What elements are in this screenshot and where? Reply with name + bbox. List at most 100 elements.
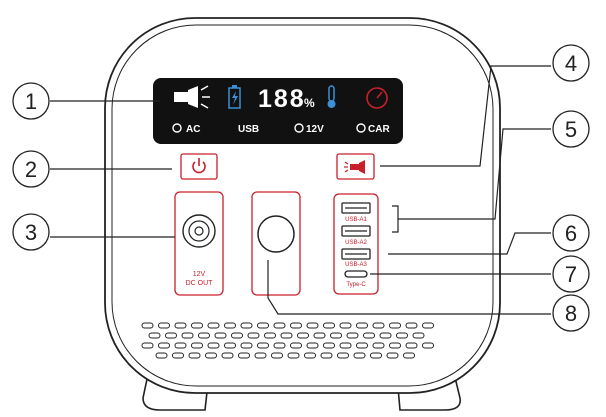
vent-slot [188, 352, 201, 359]
12v-indicator-icon [294, 123, 304, 133]
vent-slot [412, 332, 425, 339]
vent-slot [353, 352, 366, 359]
callout-6: 6 [552, 214, 590, 252]
leader-lines [50, 65, 551, 315]
lcd-label-12v: 12V [306, 124, 324, 135]
vent-slot [191, 342, 203, 349]
vent-slot [370, 352, 382, 359]
vent-slot [356, 342, 368, 349]
vent-slot [247, 332, 260, 339]
vent-slot [405, 322, 418, 329]
vent-slot [405, 342, 418, 349]
vent-slot [181, 332, 194, 339]
vent-slot [271, 352, 283, 359]
vent-slot [191, 322, 203, 329]
vent-slot [205, 352, 217, 359]
vent-slot [386, 352, 399, 359]
vent-slot [224, 322, 236, 329]
vent-slot [290, 322, 302, 329]
vent-slot [165, 332, 177, 339]
battery-icon [228, 85, 241, 109]
vent-slot [320, 352, 333, 359]
type-c-port[interactable] [344, 270, 368, 278]
callout-4: 4 [552, 44, 590, 82]
vent-slot [231, 332, 243, 339]
callout-8-number: 8 [565, 301, 577, 326]
vent-slot [339, 342, 352, 349]
dc-out-label-voltage: 12V [193, 271, 206, 278]
vent-slot [198, 332, 210, 339]
callout-2-number: 2 [25, 157, 37, 182]
power-button[interactable] [180, 153, 218, 180]
vent-slot [141, 322, 154, 329]
vent-slot [356, 322, 368, 329]
flashlight-icon [174, 85, 210, 109]
vent-slot [363, 332, 375, 339]
vent-grille [141, 322, 434, 359]
vent-slot [172, 352, 184, 359]
lcd-display [153, 78, 403, 144]
vent-slot [287, 352, 300, 359]
vent-slot [238, 352, 250, 359]
vent-slot [264, 332, 276, 339]
vent-slot [422, 342, 434, 349]
callout-5: 5 [552, 110, 590, 148]
vent-slot [339, 322, 352, 329]
car-indicator-icon [356, 123, 366, 133]
callout-7-number: 7 [565, 262, 577, 287]
vent-slot [240, 342, 253, 349]
vent-slot [403, 352, 415, 359]
vent-slot [257, 342, 269, 349]
vent-slot [389, 342, 401, 349]
vent-slot [257, 322, 269, 329]
thermometer-icon [327, 85, 336, 108]
vent-slot [323, 342, 335, 349]
vent-slot [254, 352, 267, 359]
vent-slot [221, 352, 234, 359]
light-button[interactable] [336, 153, 375, 180]
vent-slot [372, 342, 385, 349]
usb-a2-label: USB-A2 [345, 240, 367, 246]
vent-slot [304, 352, 316, 359]
light-button-icon [344, 160, 365, 174]
callout-4-number: 4 [565, 51, 577, 76]
lcd-label-ac: AC [186, 124, 200, 135]
vent-slot [396, 332, 408, 339]
vent-slot [214, 332, 227, 339]
vent-slot [323, 322, 335, 329]
vent-slot [372, 322, 385, 329]
vent-slot [290, 342, 302, 349]
lcd-label-usb: USB [238, 124, 259, 135]
vent-slot [155, 352, 168, 359]
callout-3: 3 [12, 213, 50, 251]
wireless-charger-pad[interactable] [257, 215, 295, 253]
vent-slot [207, 322, 220, 329]
callout-1: 1 [12, 82, 50, 120]
callout-5-number: 5 [565, 117, 577, 142]
vent-slot [148, 332, 161, 339]
vent-slot [280, 332, 293, 339]
callout-6-number: 6 [565, 221, 577, 246]
vent-slot [224, 342, 236, 349]
vent-slot [389, 322, 401, 329]
vent-slot [346, 332, 359, 339]
vent-slot [306, 322, 319, 329]
vent-slot [306, 342, 319, 349]
vent-slot [337, 352, 349, 359]
vent-slot [297, 332, 309, 339]
dc-out-label: DC OUT [186, 280, 214, 287]
vent-slot [313, 332, 326, 339]
dc-out-port[interactable] [182, 214, 216, 248]
vent-slot [141, 342, 154, 349]
vent-slot [174, 342, 187, 349]
device-body-inner [111, 24, 494, 387]
vent-slot [379, 332, 392, 339]
callout-2: 2 [12, 150, 50, 188]
callout-8: 8 [552, 294, 590, 332]
vent-slot [422, 322, 434, 329]
percent-sign: % [304, 96, 315, 110]
power-icon [192, 158, 206, 174]
vent-slot [273, 322, 286, 329]
vent-slot [174, 322, 187, 329]
